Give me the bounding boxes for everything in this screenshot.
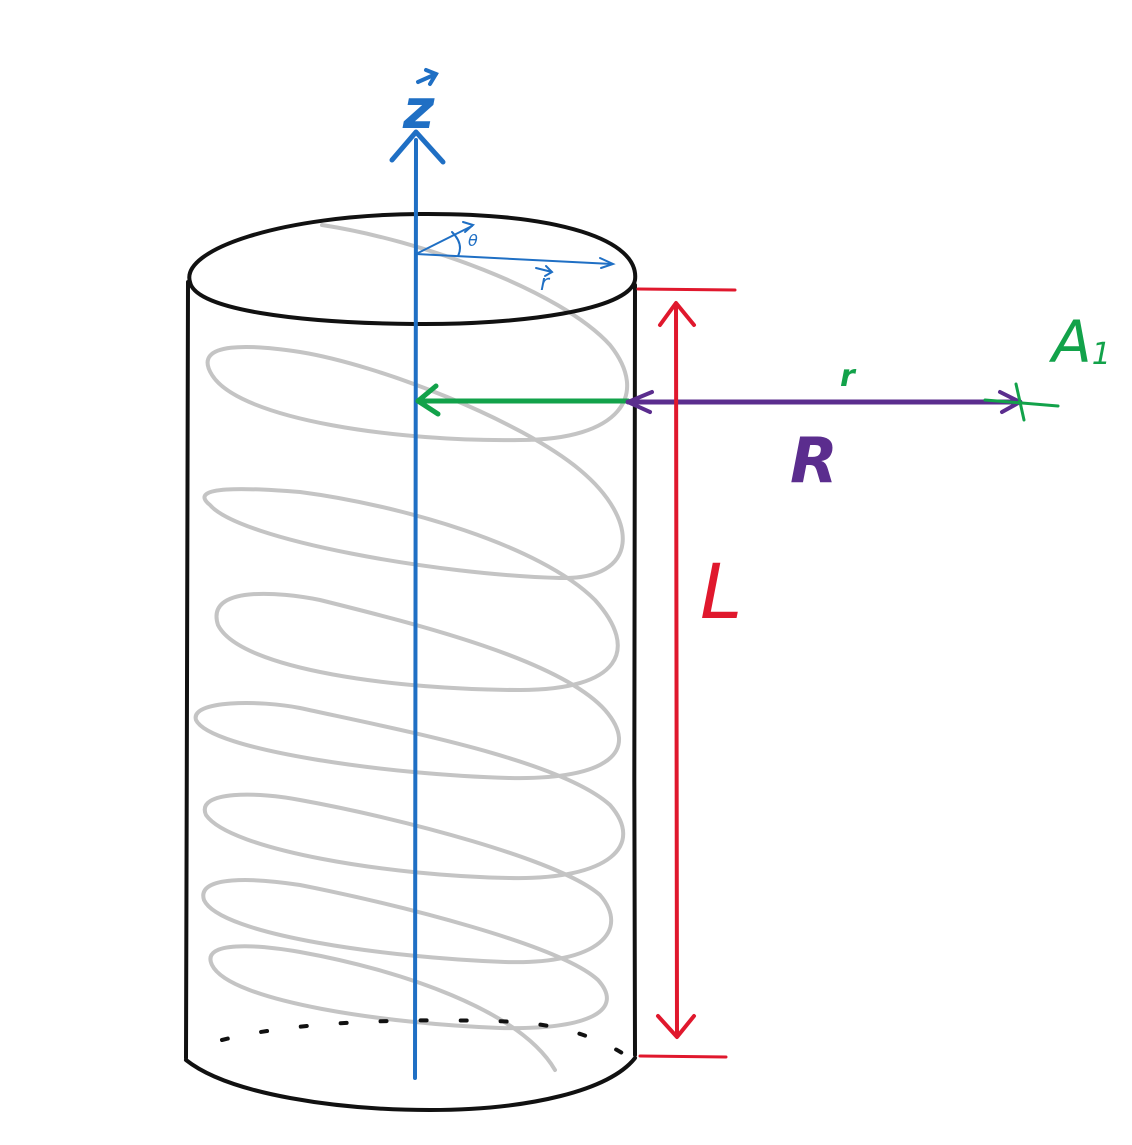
length-top-arrowhead — [658, 301, 696, 327]
cylinder-left-edge — [184, 280, 190, 1060]
r-vector-label-arrow-mark — [535, 265, 554, 277]
length-line — [674, 303, 679, 1037]
r-vector-line — [415, 253, 613, 265]
cylinder-top-ellipse — [187, 211, 638, 327]
length-bottom-tick — [638, 1054, 728, 1059]
big-r-left-arrowhead — [626, 390, 654, 414]
point-a1-letter: A — [1048, 308, 1092, 376]
helix-coil — [193, 223, 630, 1072]
big-r-arrow — [625, 390, 1023, 414]
z-vector-arrow-mark — [416, 68, 439, 86]
length-label: L — [700, 547, 742, 636]
r-vector-arrowhead — [599, 257, 616, 269]
point-a1-subscript: 1 — [1092, 337, 1111, 372]
top-face-vector — [415, 221, 616, 269]
length-bottom-arrowhead — [656, 1014, 696, 1039]
length-top-tick — [636, 287, 737, 292]
point-a1-marker — [983, 382, 1060, 422]
small-r-arrow — [415, 383, 631, 417]
cylinder-bottom-arc — [184, 1056, 637, 1113]
theta-label: θ — [468, 231, 478, 250]
cylinder-bottom-hidden-arc — [220, 1018, 632, 1060]
theta-arc — [451, 231, 461, 257]
cylinder-outline — [184, 211, 638, 1113]
z-axis — [389, 129, 446, 1080]
theta-arrowhead — [462, 221, 476, 233]
theta-reference-line — [415, 225, 473, 255]
cylinder-right-edge — [632, 283, 637, 1057]
point-a1-label: A1 — [1048, 308, 1111, 376]
r-vector-label: r — [540, 271, 551, 296]
small-r-arrowhead — [415, 383, 441, 417]
small-r-label: r — [840, 359, 857, 394]
length-dimension — [636, 287, 737, 1059]
z-axis-label: z — [402, 78, 435, 141]
big-r-label: R — [790, 424, 838, 497]
z-axis-arrowhead — [389, 129, 446, 165]
